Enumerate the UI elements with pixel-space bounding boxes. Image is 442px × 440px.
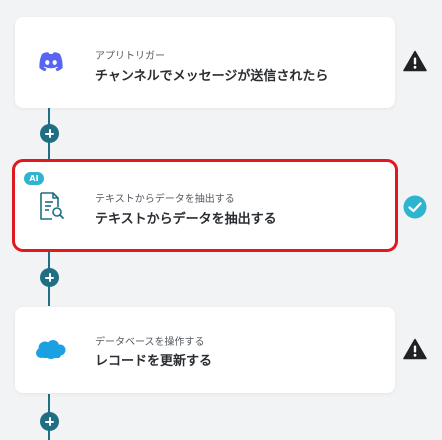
discord-icon xyxy=(35,46,67,78)
ai-badge: AI xyxy=(24,172,44,185)
check-circle-icon xyxy=(403,195,427,219)
warning-icon xyxy=(403,338,427,360)
step-title: テキストからデータを抽出する xyxy=(95,212,277,227)
step-label: データベースを操作する xyxy=(95,337,205,348)
step-label: テキストからデータを抽出する xyxy=(95,194,235,205)
flow-step-card-database[interactable]: データベースを操作する レコードを更新する xyxy=(15,307,395,393)
warning-icon xyxy=(403,50,427,72)
add-step-button[interactable] xyxy=(40,268,59,287)
add-step-button[interactable] xyxy=(40,412,59,431)
salesforce-cloud-icon xyxy=(35,334,67,366)
flow-step-card-trigger[interactable]: アプリトリガー チャンネルでメッセージが送信されたら xyxy=(15,17,395,108)
step-title: レコードを更新する xyxy=(95,354,213,369)
flow-step-card-ai-extract[interactable]: テキストからデータを抽出する テキストからデータを抽出する xyxy=(12,159,398,252)
step-label: アプリトリガー xyxy=(95,51,165,62)
step-title: チャンネルでメッセージが送信されたら xyxy=(95,69,329,84)
add-step-button[interactable] xyxy=(40,124,59,143)
document-search-icon xyxy=(35,190,67,222)
